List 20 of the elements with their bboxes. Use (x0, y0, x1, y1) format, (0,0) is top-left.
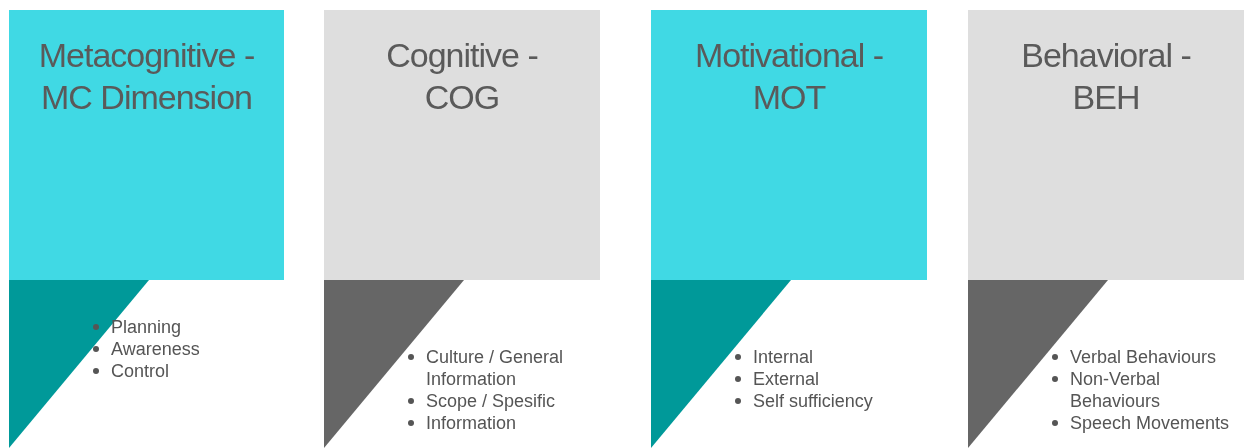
card-heading: Motivational - MOT (693, 35, 885, 118)
bullet-item: Scope / Spesific (426, 391, 556, 411)
bullet-item: Planning (111, 317, 182, 337)
card-heading: Behavioral - BEH (1020, 35, 1192, 118)
bullet-item: Culture / General Information (426, 347, 564, 389)
bullet-item: Information (426, 413, 517, 433)
category-card (968, 10, 1244, 448)
category-card (651, 10, 927, 448)
bullet-item: Non-Verbal Behaviours (1070, 369, 1161, 411)
bullet-item: Awareness (111, 339, 200, 359)
bullet-item: Speech Movements (1070, 413, 1230, 433)
bullet-item: Internal (753, 347, 814, 367)
bullet-item: Self sufficiency (753, 391, 873, 411)
card-heading: Cognitive - COG (385, 35, 539, 118)
bullet-item: Verbal Behaviours (1070, 347, 1217, 367)
category-card (324, 10, 600, 448)
bullet-item: Control (111, 361, 170, 381)
card-heading: Metacognitive - MC Dimension (37, 35, 256, 118)
bullet-item: External (753, 369, 820, 389)
category-card (9, 10, 284, 448)
